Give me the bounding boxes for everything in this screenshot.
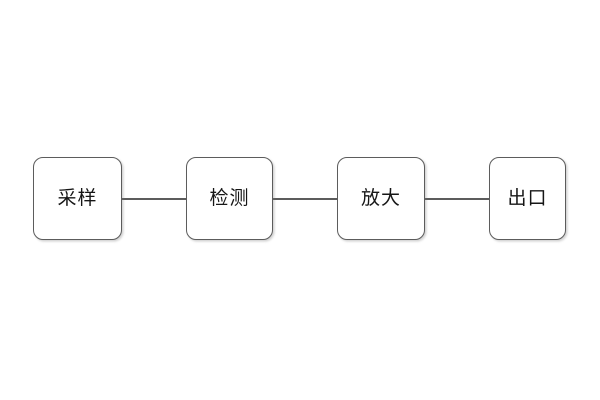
flow-node-amplify[interactable]: 放大 [337, 157, 425, 240]
flow-node-label: 检测 [209, 187, 250, 209]
flow-node-outlet[interactable]: 出口 [489, 157, 566, 240]
flow-node-label: 出口 [507, 187, 548, 209]
connector-amplify-to-outlet [425, 198, 489, 200]
flow-node-sampling[interactable]: 采样 [33, 157, 122, 240]
flow-node-detection[interactable]: 检测 [186, 157, 273, 240]
connector-detection-to-amplify [273, 198, 337, 200]
flow-node-label: 采样 [57, 187, 98, 209]
connector-sampling-to-detection [122, 198, 186, 200]
flow-node-label: 放大 [360, 187, 401, 209]
